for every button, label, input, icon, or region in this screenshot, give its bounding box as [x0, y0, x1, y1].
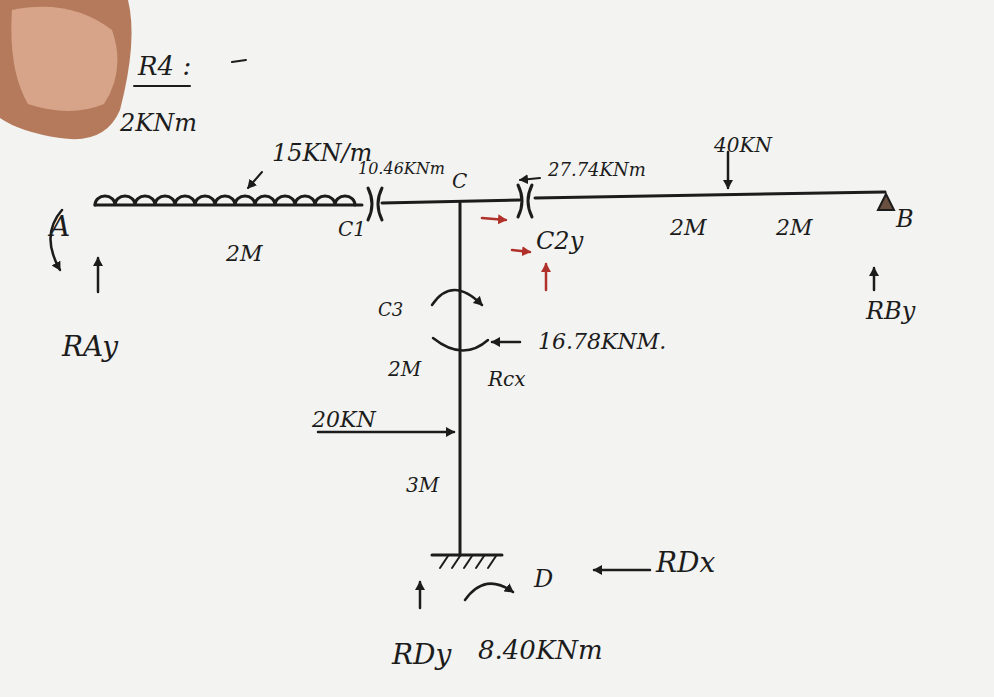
- handwritten-label: 16.78KNM.: [538, 330, 666, 354]
- handwritten-label: Rcx: [488, 368, 526, 390]
- thumb: [0, 0, 132, 139]
- handwritten-label: 8.40KNm: [478, 636, 603, 665]
- handwritten-label: RDy: [392, 640, 451, 671]
- handwritten-label: 2M: [226, 242, 263, 266]
- handwritten-label: D: [534, 566, 553, 592]
- handwritten-label: C2y: [536, 228, 583, 254]
- handwritten-label: C: [452, 170, 467, 192]
- handwritten-label: 2M: [776, 216, 813, 240]
- handwritten-label: R4 :: [138, 52, 191, 81]
- handwritten-label: RBy: [866, 298, 915, 324]
- handwritten-label: C3: [378, 300, 403, 320]
- handwritten-label: 27.74KNm: [548, 160, 646, 180]
- handwritten-label: 2M: [388, 358, 421, 380]
- handwritten-label: RAy: [62, 332, 118, 363]
- handwritten-label: C1: [338, 218, 366, 240]
- handwritten-label: 2M: [670, 216, 707, 240]
- handwritten-label: B: [896, 206, 914, 232]
- handwritten-label: 15KN/m: [272, 140, 372, 166]
- handwritten-label: RDx: [656, 548, 715, 579]
- handwritten-label: 2KNm: [120, 110, 197, 136]
- handwritten-label: A: [50, 212, 70, 243]
- handwritten-label: 3M: [406, 474, 439, 496]
- handwritten-label: 20KN: [312, 408, 376, 432]
- handwritten-label: 40KN: [714, 134, 772, 156]
- handwritten-label: 10.46KNm: [358, 160, 445, 178]
